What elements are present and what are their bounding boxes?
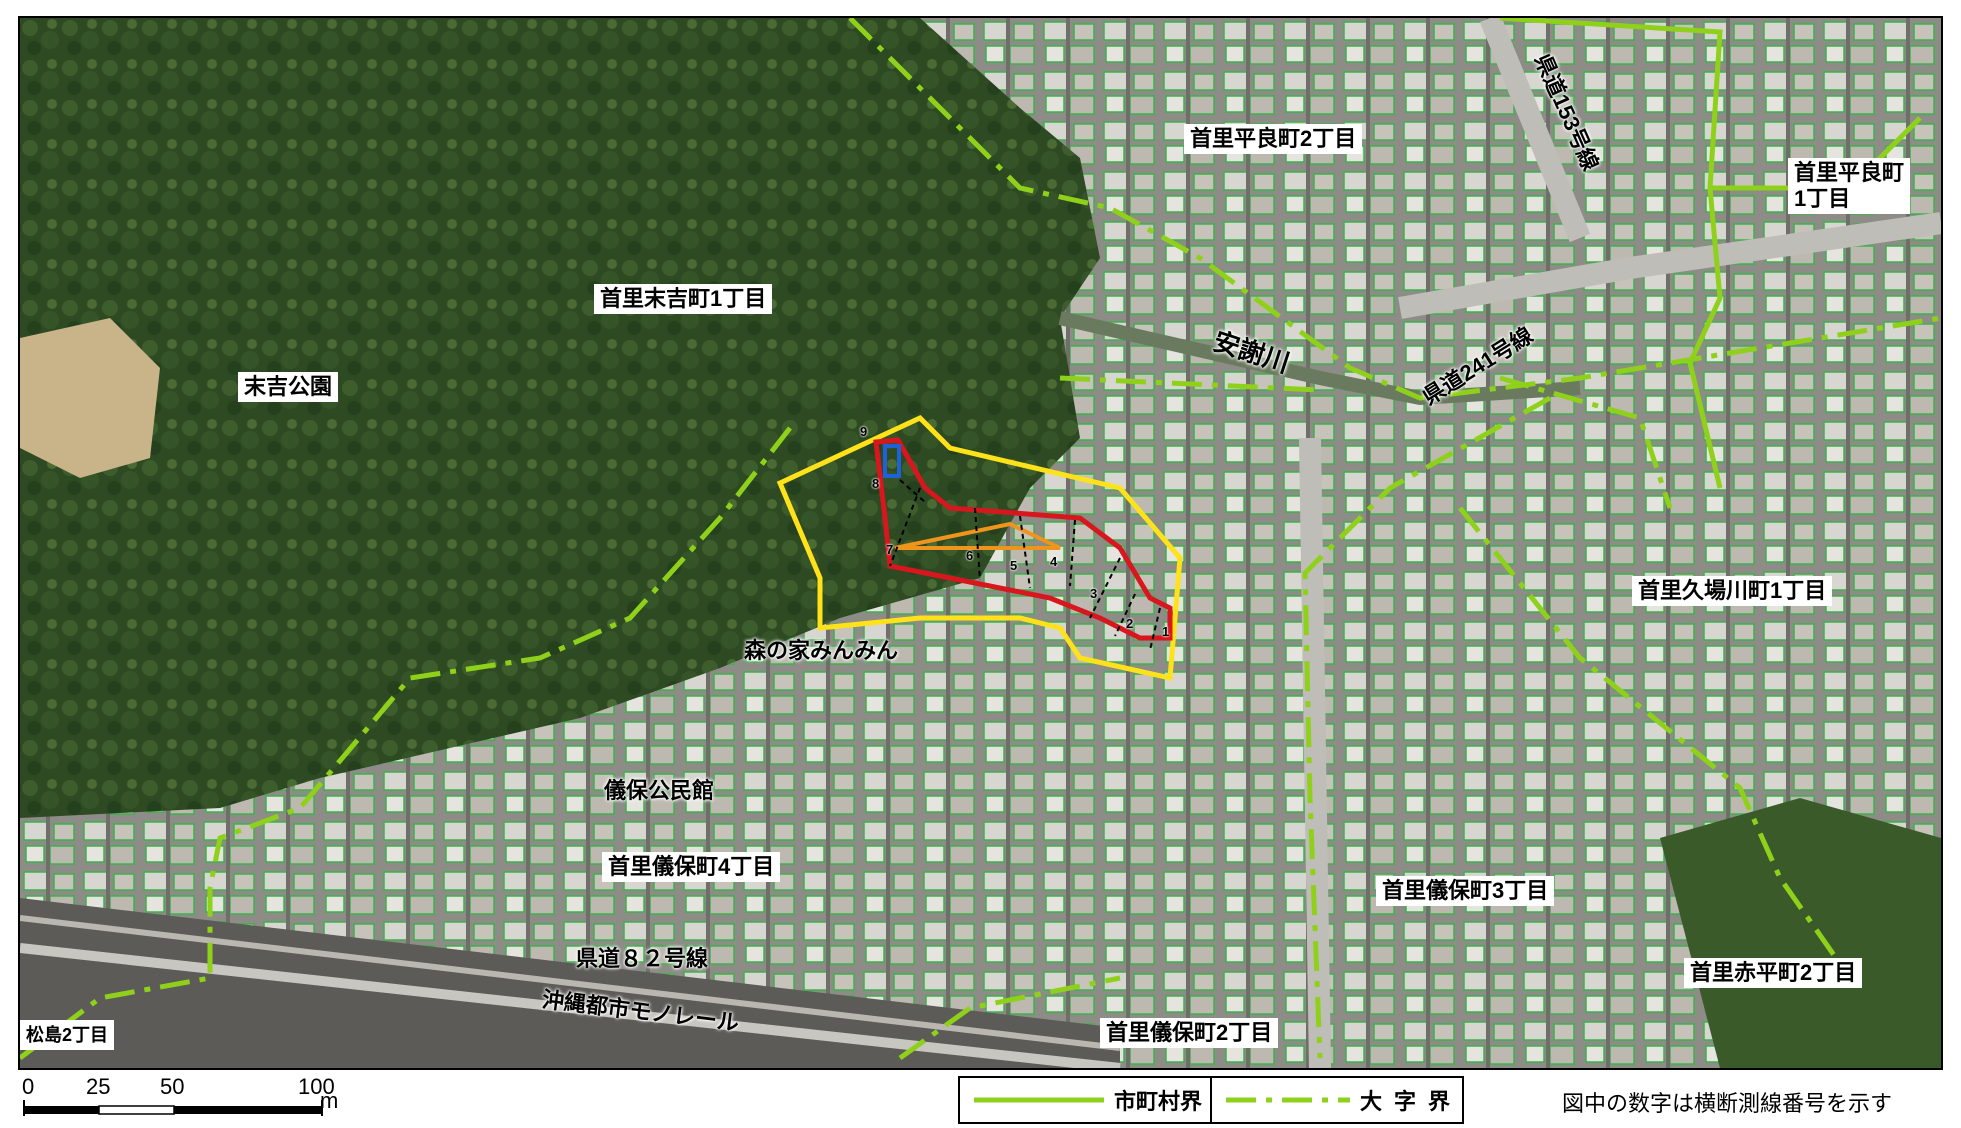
scale-unit: m: [320, 1088, 339, 1113]
transect-number: 9: [860, 424, 868, 439]
legend-swatch-dashdot: [1226, 1097, 1350, 1103]
scale-bar-graphic: [23, 1100, 323, 1116]
site-outline: [873, 437, 1173, 641]
place-label-kubagawa-1: 首里久場川町1丁目: [1632, 576, 1833, 606]
monorail-track: [20, 943, 1121, 1068]
scale-tick-0: 0: [22, 1074, 35, 1099]
place-label-shuri-gibo-4: 首里儀保町4丁目: [602, 852, 781, 882]
place-label-mori-no-ie: 森の家みんみん: [744, 638, 899, 663]
legend-label-municipal: 市町村界: [1114, 1089, 1203, 1114]
main-road: [1299, 437, 1331, 1068]
legend-item-district: 大字界: [1210, 1078, 1462, 1122]
forest-area-east: [1660, 798, 1941, 1068]
transect-note: 図中の数字は横断測線番号を示す: [1562, 1091, 1893, 1116]
place-label-gibo-kominkan: 儀保公民館: [604, 778, 715, 803]
scale-tick-25: 25: [86, 1074, 111, 1099]
park-clearing: [20, 318, 160, 478]
place-label-sueyoshi-park: 末吉公園: [238, 372, 339, 402]
scale-tick-100: 100: [298, 1074, 335, 1099]
place-label-shuri-gibo-3: 首里儀保町3丁目: [1376, 876, 1555, 906]
aerial-map: 1 2 3 4 5 6 7 8 9 首里平良町2丁目 首里平良町 1丁目 県道1…: [18, 16, 1943, 1070]
transect-number: 4: [1050, 554, 1058, 569]
survey-area-outline: [776, 414, 1183, 682]
legend: 市町村界 大字界: [958, 1076, 1464, 1124]
transect-number: 7: [886, 542, 894, 557]
transect-number: 5: [1010, 558, 1018, 573]
road-153: [1479, 18, 1591, 243]
legend-swatch-solid: [974, 1097, 1104, 1103]
place-label-shuri-akahira-2: 首里赤平町2丁目: [1684, 958, 1863, 988]
municipal-boundary-line: [1499, 18, 1723, 489]
legend-item-municipal: 市町村界: [960, 1078, 1210, 1122]
transect-lines: [889, 479, 1161, 651]
blue-marker: [883, 444, 901, 478]
district-boundary-lines: [20, 18, 1941, 1061]
legend-label-district: 大字界: [1359, 1089, 1462, 1114]
forest-area: [20, 18, 1100, 818]
map-canvas: [20, 18, 1941, 1068]
place-label-matsushima-2: 松島2丁目: [20, 1020, 115, 1050]
place-label-shuri-sueyoshi-1: 首里末吉町1丁目: [594, 284, 773, 314]
place-label-shuri-hirara-2: 首里平良町2丁目: [1184, 124, 1363, 154]
place-label-shuri-hirara-1: 首里平良町 1丁目: [1788, 158, 1911, 214]
transect-number: 6: [966, 548, 974, 563]
scale-tick-50: 50: [160, 1074, 185, 1099]
transect-number: 1: [1162, 624, 1170, 639]
transect-number: 3: [1090, 586, 1098, 601]
road-241: [1398, 212, 1941, 319]
transect-number: 2: [1126, 616, 1134, 631]
transect-number: 8: [872, 476, 880, 491]
river: [1058, 311, 1581, 406]
scale-bar: 0 25 50 100 m: [20, 1074, 360, 1126]
place-label-shuri-gibo-2: 首里儀保町2丁目: [1100, 1018, 1279, 1048]
road-label-kendo-82: 県道８２号線: [576, 946, 709, 971]
